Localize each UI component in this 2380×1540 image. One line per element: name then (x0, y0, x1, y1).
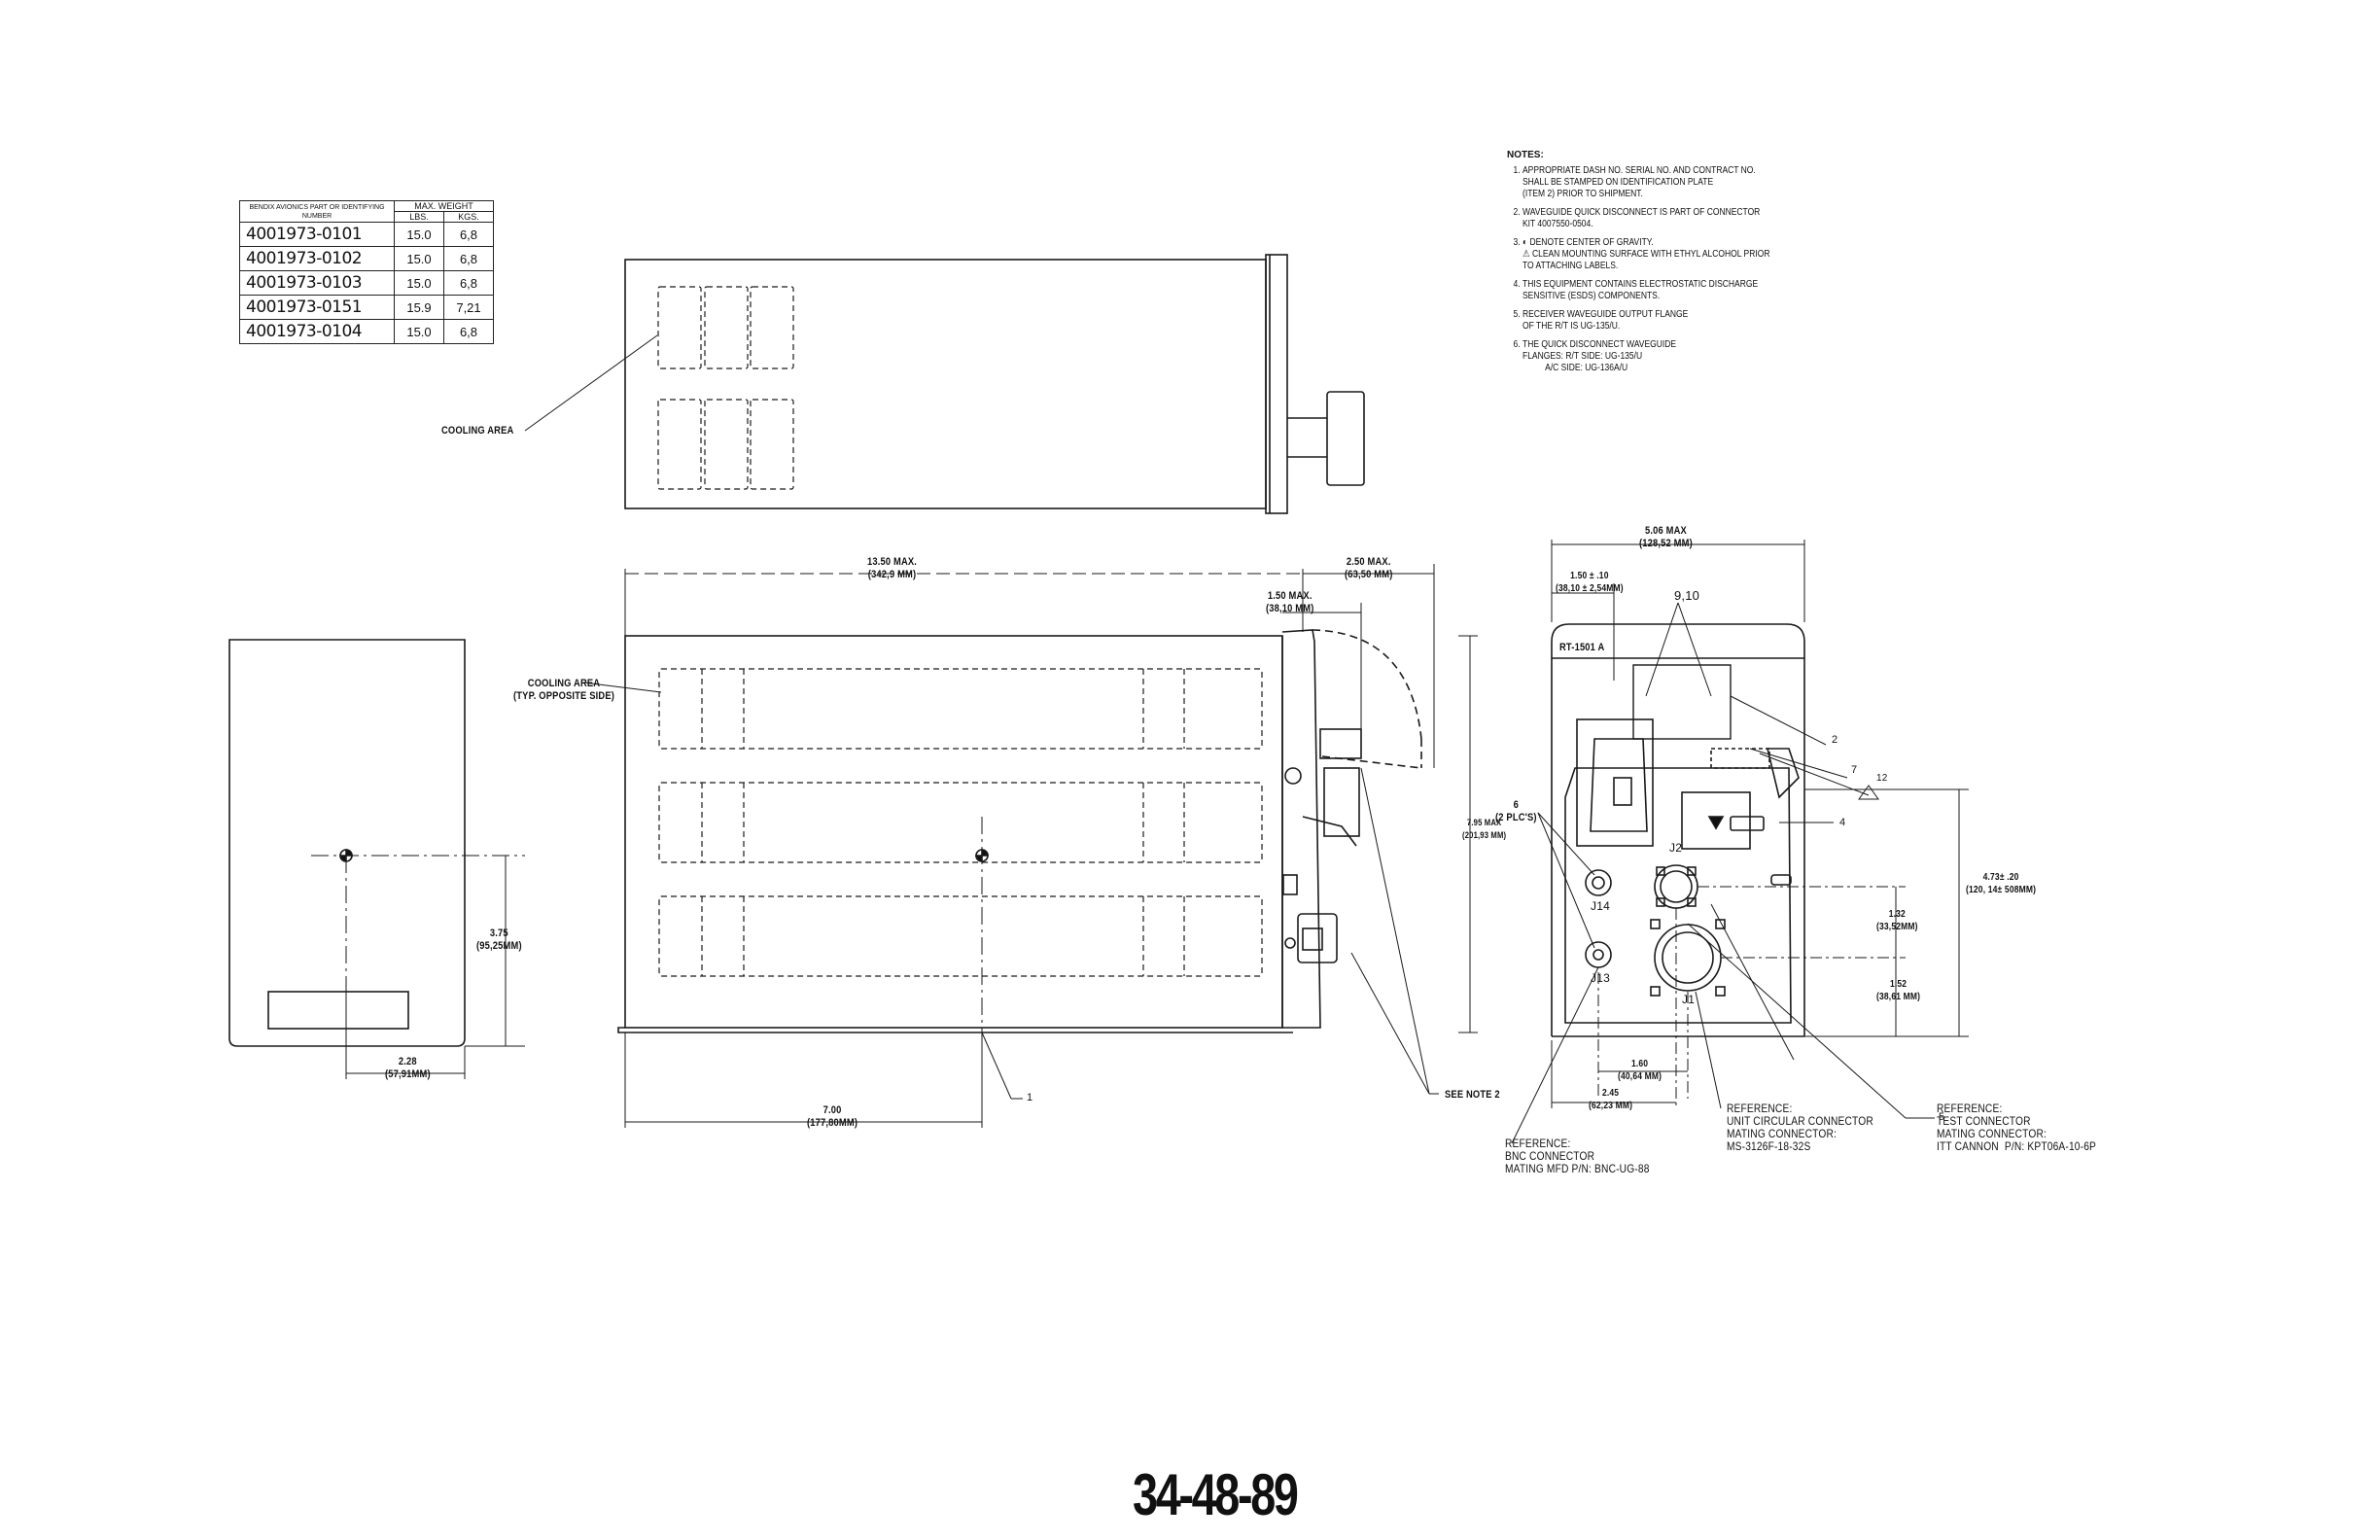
weight-kgs: 7,21 (443, 295, 494, 320)
table-row: 4001973-0102 15.0 6,8 (239, 246, 494, 271)
cg-height-dimension: 3.75 (95,25MM) (476, 928, 522, 952)
note-item: THIS EQUIPMENT CONTAINS ELECTROSTATIC DI… (1522, 279, 1790, 302)
front-view (1511, 540, 1969, 1144)
weight-kgs: 6,8 (443, 270, 494, 296)
callout-6: 6 (2 PLC'S) (1495, 799, 1537, 823)
cooling-area-label: COOLING AREA (441, 425, 514, 437)
front-offset-dimension: 1.50 ± .10 (38,10 ± 2,54MM) (1556, 571, 1624, 594)
weight-lbs: 15.0 (394, 270, 444, 296)
notes-block: NOTES: APPROPRIATE DASH NO. SERIAL NO. A… (1507, 150, 1838, 381)
top-view (524, 254, 1365, 514)
knob-dimension: 1.50 MAX. (38,10 MM) (1266, 590, 1314, 614)
callout-4: 4 (1839, 817, 1846, 828)
kgs-header: KGS. (443, 211, 494, 223)
callout-5: 5 (1939, 1111, 1945, 1123)
see-note-label: SEE NOTE 2 (1445, 1089, 1500, 1101)
note-item: ◐ DENOTE CENTER OF GRAVITY. ⚠ CLEAN MOUN… (1522, 237, 1790, 272)
note-item: WAVEGUIDE QUICK DISCONNECT IS PART OF CO… (1522, 207, 1790, 230)
side-view (582, 564, 1478, 1128)
dimension-1-52: 1.52 (38,61 MM) (1876, 979, 1921, 1002)
table-row: 4001973-0104 15.0 6,8 (239, 319, 494, 344)
weight-lbs: 15.0 (394, 222, 444, 247)
cooling-area-side-label: COOLING AREA (TYP. OPPOSITE SIDE) (513, 678, 615, 702)
handle-dimension: 2.50 MAX. (63,50 MM) (1345, 556, 1393, 580)
weight-lbs: 15.0 (394, 319, 444, 344)
bnc-connector-reference: REFERENCE: BNC CONNECTOR MATING MFD P/N:… (1505, 1137, 1650, 1175)
table-row: 4001973-0103 15.0 6,8 (239, 270, 494, 296)
lbs-header: LBS. (394, 211, 444, 223)
weight-table: BENDIX AVIONICS PART OR IDENTIFYING NUMB… (239, 200, 494, 344)
weight-lbs: 15.0 (394, 246, 444, 271)
connector-j1-label: J1 (1682, 993, 1696, 1006)
front-model-label: RT-1501 A (1559, 642, 1605, 653)
note-item: THE QUICK DISCONNECT WAVEGUIDE FLANGES: … (1522, 339, 1790, 374)
unit-connector-reference: REFERENCE: UNIT CIRCULAR CONNECTOR MATIN… (1727, 1102, 1873, 1153)
max-weight-header: MAX. WEIGHT (394, 200, 494, 212)
callout-2: 2 (1832, 734, 1838, 746)
notes-title: NOTES: (1507, 150, 1544, 160)
part-number: 4001973-0103 (239, 270, 395, 296)
connector-j13-label: J13 (1591, 971, 1610, 985)
weight-kgs: 6,8 (443, 319, 494, 344)
cg-length-dimension: 7.00 (177,80MM) (807, 1104, 858, 1129)
front-width-dimension: 5.06 MAX (128,52 MM) (1639, 525, 1693, 549)
note-item: RECEIVER WAVEGUIDE OUTPUT FLANGE OF THE … (1522, 309, 1790, 332)
part-number: 4001973-0151 (239, 295, 395, 320)
overall-length-dimension: 13.50 MAX. (342,9 MM) (867, 556, 918, 580)
page-number: 34-48-89 (1133, 1462, 1299, 1527)
callout-9-10: 9,10 (1674, 588, 1700, 603)
connector-j14-label: J14 (1591, 899, 1610, 913)
connector-j2-label: J2 (1669, 841, 1683, 855)
table-row: 4001973-0151 15.9 7,21 (239, 295, 494, 320)
weight-kgs: 6,8 (443, 222, 494, 247)
dimension-4-73: 4.73± .20 (120, 14± 508MM) (1966, 872, 2037, 895)
dimension-2-45: 2.45 (62,23 MM) (1589, 1088, 1633, 1111)
note-item: APPROPRIATE DASH NO. SERIAL NO. AND CONT… (1522, 165, 1790, 200)
part-number: 4001973-0104 (239, 319, 395, 344)
test-connector-reference: REFERENCE: TEST CONNECTOR MATING CONNECT… (1937, 1102, 2097, 1153)
dimension-1-32: 1.32 (33,52MM) (1876, 909, 1918, 932)
table-row: 4001973-0101 15.0 6,8 (239, 222, 494, 247)
callout-12: 12 (1876, 773, 1888, 784)
dimension-1-60: 1.60 (40,64 MM) (1618, 1059, 1662, 1082)
weight-kgs: 6,8 (443, 246, 494, 271)
part-number: 4001973-0101 (239, 222, 395, 247)
part-number: 4001973-0102 (239, 246, 395, 271)
weight-lbs: 15.9 (394, 295, 444, 320)
height-dimension: 7.95 MAX (201,93 MM) (1462, 818, 1507, 840)
callout-1: 1 (1027, 1092, 1033, 1103)
callout-7: 7 (1851, 764, 1858, 776)
part-number-header: BENDIX AVIONICS PART OR IDENTIFYING NUMB… (239, 200, 395, 223)
rear-view (228, 639, 525, 1079)
cg-side-dimension: 2.28 (57,91MM) (385, 1056, 431, 1080)
